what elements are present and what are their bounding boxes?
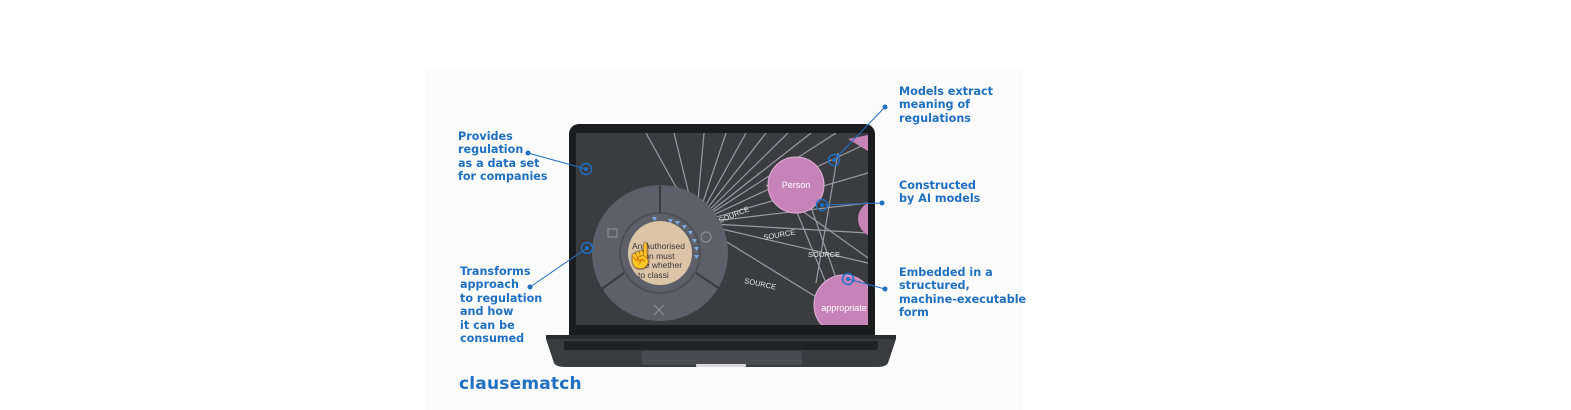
center-text: An Authorised (632, 241, 685, 251)
hand-cursor-icon: ☝ (626, 243, 656, 270)
center-text: son must (640, 251, 675, 261)
callout-embedded: Embedded in a structured, machine-execut… (899, 266, 1027, 320)
node-appropriate-label: appropriate (821, 303, 867, 313)
callout-models: Models extract meaning of regulations (899, 85, 994, 125)
center-node (628, 221, 692, 285)
laptop-base (546, 335, 896, 367)
callout-provides: Provides regulation as a data set for co… (458, 130, 548, 184)
laptop-screen: SOURCE SOURCE SOURCE SOURCE Person appro… (576, 133, 868, 325)
edge-label: SOURCE (808, 250, 840, 259)
center-text: to classi (638, 270, 669, 280)
node-person (767, 156, 825, 214)
callout-transforms: Transforms approach to regulation and ho… (460, 265, 543, 346)
node-right (858, 202, 868, 236)
brand-logo: clausematch (459, 374, 582, 394)
callout-constructed: Constructed by AI models (899, 179, 981, 206)
node-person-label: Person (782, 180, 811, 190)
center-text: de whether (640, 260, 682, 270)
graph-visualization: SOURCE SOURCE SOURCE SOURCE Person appro… (576, 133, 868, 325)
